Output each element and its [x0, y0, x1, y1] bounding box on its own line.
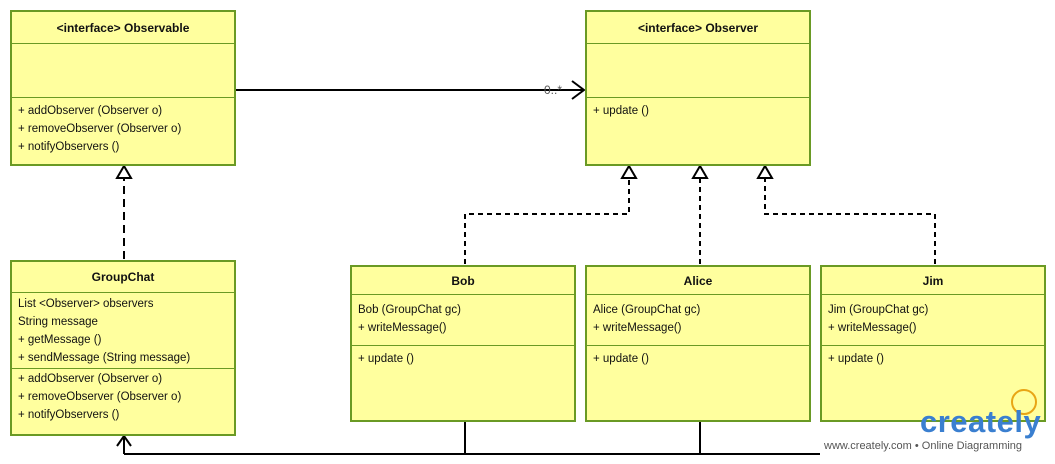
methods-section: + addObserver (Observer o) + removeObser… — [12, 368, 234, 428]
class-observer[interactable]: <interface> Observer + update () — [585, 10, 811, 166]
methods-section: + update () — [587, 97, 809, 124]
attribute: + getMessage () — [18, 334, 102, 346]
groupchat-arrowhead — [116, 434, 132, 447]
realization-jim-line — [764, 178, 936, 264]
attribute: List <Observer> observers — [18, 298, 154, 310]
attribute: String message — [18, 316, 98, 328]
attributes-section: List <Observer> observers String message… — [12, 293, 234, 368]
attribute: Alice (GroupChat gc) — [593, 304, 701, 316]
methods-section: + addObserver (Observer o) + removeObser… — [12, 97, 234, 160]
method: + update () — [358, 353, 414, 365]
realization-alice-arrowhead — [691, 164, 709, 179]
attributes-section: Alice (GroupChat gc) + writeMessage() — [587, 295, 809, 345]
creately-logo: creately — [920, 404, 1042, 439]
class-groupchat[interactable]: GroupChat List <Observer> observers Stri… — [10, 260, 236, 436]
attribute: + sendMessage (String message) — [18, 352, 191, 364]
class-alice[interactable]: Alice Alice (GroupChat gc) + writeMessag… — [585, 265, 811, 422]
class-title: <interface> Observer — [587, 12, 809, 44]
attribute: + writeMessage() — [593, 322, 682, 334]
attribute: + writeMessage() — [828, 322, 917, 334]
method: + update () — [828, 353, 884, 365]
class-title: Jim — [822, 267, 1044, 295]
association-arrowhead — [571, 80, 586, 100]
class-bob[interactable]: Bob Bob (GroupChat gc) + writeMessage() … — [350, 265, 576, 422]
class-title: <interface> Observable — [12, 12, 234, 44]
method: + notifyObservers () — [18, 409, 120, 421]
realization-jim-arrowhead — [756, 164, 774, 179]
lightbulb-icon — [1011, 389, 1037, 415]
method: + removeObserver (Observer o) — [18, 391, 182, 403]
method: + removeObserver (Observer o) — [18, 123, 182, 135]
method: + notifyObservers () — [18, 141, 120, 153]
attribute: Jim (GroupChat gc) — [828, 304, 929, 316]
attribute: + writeMessage() — [358, 322, 447, 334]
realization-bob-arrowhead — [620, 164, 638, 179]
class-title: Alice — [587, 267, 809, 295]
method: + addObserver (Observer o) — [18, 373, 163, 385]
methods-section: + update () — [352, 345, 574, 372]
realization-bob-line — [464, 178, 630, 264]
class-jim[interactable]: Jim Jim (GroupChat gc) + writeMessage() … — [820, 265, 1046, 422]
attributes-section: Bob (GroupChat gc) + writeMessage() — [352, 295, 574, 345]
class-title: GroupChat — [12, 262, 234, 293]
realization-groupchat-arrowhead — [115, 164, 133, 179]
attributes-section: Jim (GroupChat gc) + writeMessage() — [822, 295, 1044, 345]
attributes-section — [12, 44, 234, 97]
method: + update () — [593, 105, 649, 117]
methods-section: + update () — [822, 345, 1044, 372]
method: + update () — [593, 353, 649, 365]
multiplicity-label: 0..* — [544, 83, 563, 97]
attribute: Bob (GroupChat gc) — [358, 304, 461, 316]
attributes-section — [587, 44, 809, 97]
method: + addObserver (Observer o) — [18, 105, 163, 117]
methods-section: + update () — [587, 345, 809, 372]
class-title: Bob — [352, 267, 574, 295]
watermark-tagline: www.creately.com • Online Diagramming — [824, 440, 1023, 452]
class-observable[interactable]: <interface> Observable + addObserver (Ob… — [10, 10, 236, 166]
